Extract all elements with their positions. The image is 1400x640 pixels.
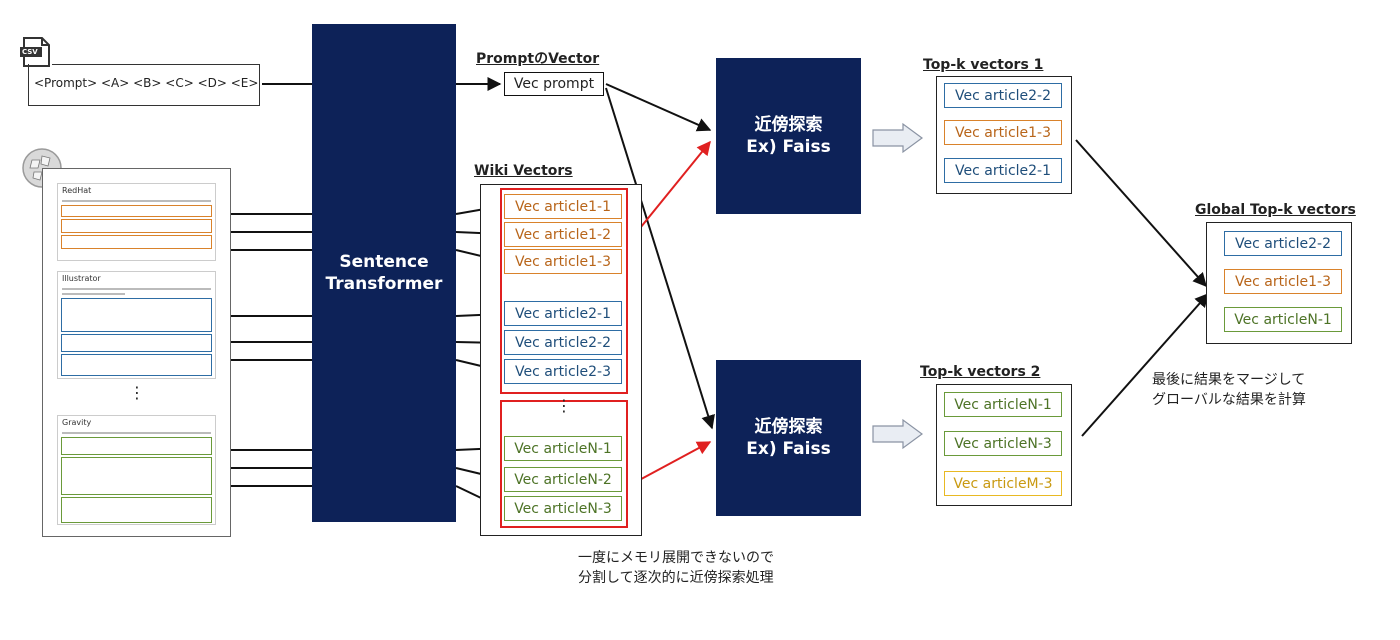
- topk2-heading: Top-k vectors 2: [920, 364, 1041, 380]
- wiki-article-2: Illustrator: [57, 271, 216, 379]
- wiki-group-n: [500, 400, 628, 528]
- topk2-item-2: Vec articleN-3: [944, 431, 1062, 456]
- sentence-transformer-block: Sentence Transformer: [312, 24, 456, 522]
- arrow-prompt-to-search2: [605, 87, 715, 430]
- global-topk-heading: Global Top-k vectors: [1195, 202, 1356, 218]
- vec-articleN-3: Vec articleN-3: [504, 496, 622, 521]
- arrow-topk2-to-global: [1081, 292, 1209, 437]
- search1-line2: Ex) Faiss: [746, 137, 831, 157]
- topk2-item-3: Vec articleM-3: [944, 471, 1062, 496]
- memory-note: 一度にメモリ展開できないので 分割して逐次的に近傍探索処理: [578, 548, 774, 588]
- vec-article2-2: Vec article2-2: [504, 330, 622, 355]
- red-arrow-groupN-to-search2: [631, 441, 712, 485]
- topk1-heading: Top-k vectors 1: [923, 57, 1044, 73]
- csv-icon-label: CSV: [22, 48, 38, 56]
- search2-line2: Ex) Faiss: [746, 439, 831, 459]
- vec-article2-1: Vec article2-1: [504, 301, 622, 326]
- vec-article1-2: Vec article1-2: [504, 222, 622, 247]
- csv-row-bracket-top: [52, 64, 260, 65]
- vec-articleN-1: Vec articleN-1: [504, 436, 622, 461]
- wiki-article-3: Gravity: [57, 415, 216, 525]
- encoder-line2: Transformer: [325, 274, 443, 294]
- arrow-topk1-to-global: [1075, 139, 1207, 288]
- topk1-item-2: Vec article1-3: [944, 120, 1062, 145]
- wiki-docs-ellipsis: ⋮: [129, 383, 145, 402]
- search1-line1: 近傍探索: [754, 115, 823, 135]
- memory-note-line1: 一度にメモリ展開できないので: [578, 550, 774, 566]
- vec-articleN-2: Vec articleN-2: [504, 467, 622, 492]
- memory-note-line2: 分割して逐次的に近傍探索処理: [578, 570, 774, 586]
- arrow-prompt-to-search1: [605, 83, 712, 132]
- red-arrow-group1-to-search1: [631, 140, 711, 239]
- merge-note-line1: 最後に結果をマージして: [1152, 372, 1306, 388]
- search2-line1: 近傍探索: [754, 417, 823, 437]
- encoder-line1: Sentence: [339, 252, 429, 272]
- merge-note: 最後に結果をマージして グローバルな結果を計算: [1152, 370, 1306, 410]
- prompt-row-text: <Prompt> <A> <B> <C> <D> <E>: [34, 76, 259, 90]
- global-item-1: Vec article2-2: [1224, 231, 1342, 256]
- topk2-item-1: Vec articleN-1: [944, 392, 1062, 417]
- block-arrow-search1-to-topk1: [872, 122, 924, 154]
- csv-file-icon: CSV: [18, 36, 52, 68]
- topk1-item-3: Vec article2-1: [944, 158, 1062, 183]
- wiki-group-1: [500, 188, 628, 394]
- wiki-vectors-heading: Wiki Vectors: [474, 163, 573, 179]
- global-item-2: Vec article1-3: [1224, 269, 1342, 294]
- csv-row-bracket: [28, 64, 260, 106]
- wiki-vectors-ellipsis: ⋮: [556, 396, 572, 415]
- wiki-article-2-title: Illustrator: [62, 274, 101, 283]
- vec-article1-3: Vec article1-3: [504, 249, 622, 274]
- merge-note-line2: グローバルな結果を計算: [1152, 392, 1306, 408]
- nearest-neighbor-search-1: 近傍探索 Ex) Faiss: [716, 58, 861, 214]
- nearest-neighbor-search-2: 近傍探索 Ex) Faiss: [716, 360, 861, 516]
- wiki-article-1: RedHat: [57, 183, 216, 261]
- vec-prompt-box: Vec prompt: [504, 72, 604, 96]
- vec-article1-1: Vec article1-1: [504, 194, 622, 219]
- wiki-document-frame: RedHat Illustrator ⋮ Gravity: [42, 168, 231, 537]
- wiki-article-1-title: RedHat: [62, 186, 92, 195]
- topk1-item-1: Vec article2-2: [944, 83, 1062, 108]
- vec-article2-3: Vec article2-3: [504, 359, 622, 384]
- prompt-vector-heading: PromptのVector: [476, 51, 600, 67]
- block-arrow-search2-to-topk2: [872, 418, 924, 450]
- wiki-article-3-title: Gravity: [62, 418, 92, 427]
- global-item-3: Vec articleN-1: [1224, 307, 1342, 332]
